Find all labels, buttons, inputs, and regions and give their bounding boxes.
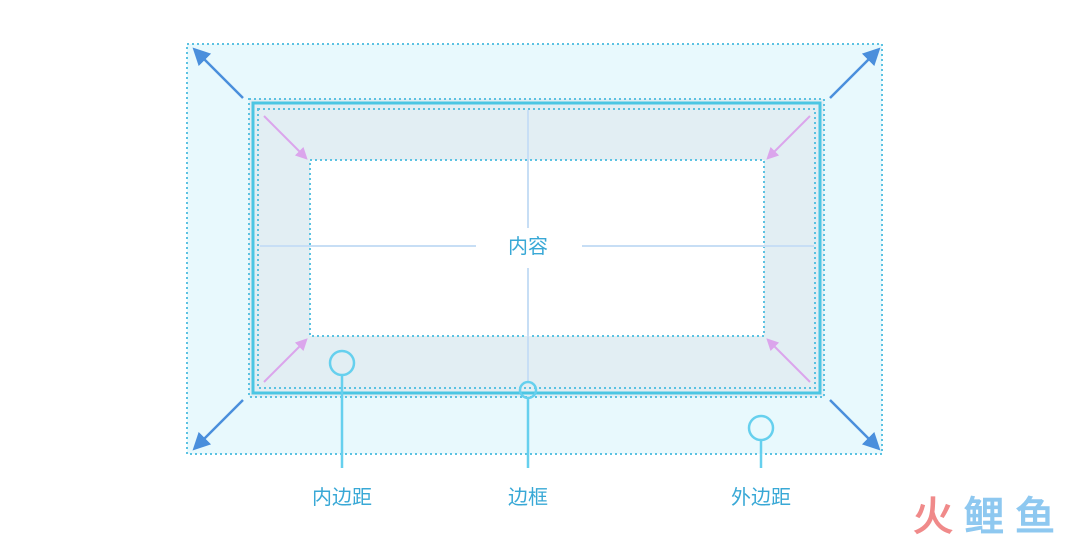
padding-arrow-bottom-right-icon — [766, 338, 811, 383]
content-label: 内容 — [508, 234, 548, 258]
padding-arrow-bottom-left-icon — [263, 338, 308, 383]
content-area — [309, 159, 765, 337]
watermark-char-1: 火 — [913, 494, 953, 540]
padding-label: 内边距 — [312, 485, 372, 509]
border-label: 边框 — [508, 485, 548, 509]
watermark-char-3: 鱼 — [1015, 494, 1055, 540]
margin-arrow-bottom-right-icon — [829, 399, 881, 451]
margin-arrow-top-left-icon — [192, 47, 244, 99]
watermark-logo: 火 鲤 鱼 — [913, 494, 1055, 540]
margin-arrow-top-right-icon — [829, 47, 881, 99]
padding-arrow-top-right-icon — [766, 115, 811, 160]
margin-label: 外边距 — [731, 485, 791, 509]
watermark-char-2: 鲤 — [964, 494, 1004, 540]
border-inner-line — [257, 108, 816, 389]
margin-arrow-bottom-left-icon — [192, 399, 244, 451]
padding-arrow-top-left-icon — [263, 115, 308, 160]
